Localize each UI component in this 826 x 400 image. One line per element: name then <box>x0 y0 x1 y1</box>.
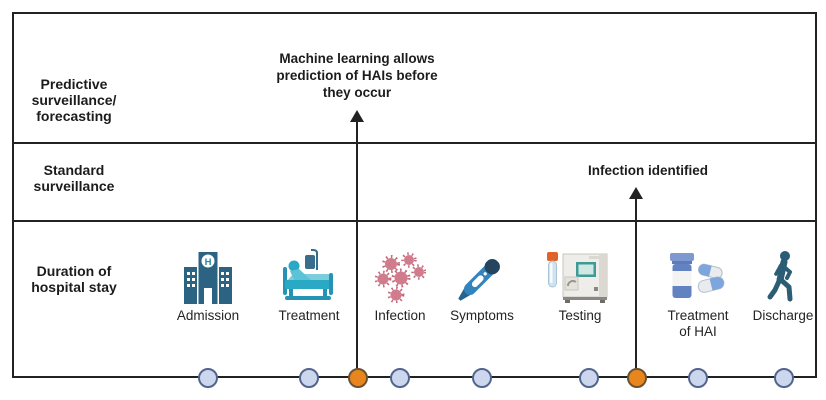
svg-text:H: H <box>205 257 212 268</box>
row-divider-predictive-standard <box>12 142 817 144</box>
event-label-discharge: Discharge <box>752 308 814 323</box>
timeline-marker-symptoms <box>472 368 492 388</box>
timeline-event-treatment: Treatment <box>257 246 361 324</box>
row-divider-standard-duration <box>12 220 817 222</box>
timeline-marker-admission <box>198 368 218 388</box>
timeline-event-symptoms: Symptoms <box>430 246 534 324</box>
row-label-duration-of-stay: Duration of hospital stay <box>31 263 117 295</box>
timeline-marker-treatment-of-hai <box>688 368 708 388</box>
row-label-predictive-surveillance: Predictive surveillance/ forecasting <box>31 76 117 124</box>
timeline-marker-identification-point <box>627 368 647 388</box>
patient-bed-icon <box>281 246 337 308</box>
virus-particles-icon <box>374 246 426 308</box>
test-tube-analyzer-icon <box>545 246 615 308</box>
row-label-standard-surveillance: Standard surveillance <box>33 162 115 194</box>
timeline-event-discharge: Discharge <box>731 246 826 324</box>
timeline-marker-infection <box>390 368 410 388</box>
diagram-frame <box>12 12 817 378</box>
identification-arrow-line <box>635 197 637 378</box>
timeline-event-infection: Infection <box>348 246 452 324</box>
timeline-marker-testing <box>579 368 599 388</box>
prediction-arrow-line <box>356 120 358 378</box>
timeline-marker-discharge <box>774 368 794 388</box>
thermometer-icon <box>453 246 511 308</box>
timeline-event-admission: H Admission <box>156 246 260 324</box>
walking-person-icon <box>764 246 802 308</box>
event-label-infection: Infection <box>374 308 426 323</box>
event-label-testing: Testing <box>558 308 602 323</box>
hospital-building-icon: H <box>182 246 234 308</box>
timeline-marker-prediction-point <box>348 368 368 388</box>
event-label-admission: Admission <box>176 308 240 323</box>
prediction-arrow-head <box>350 110 364 122</box>
timeline-event-treatment-of-hai: Treatment of HAI <box>646 246 750 340</box>
machine-learning-annotation: Machine learning allows prediction of HA… <box>276 51 438 100</box>
timeline-event-testing: Testing <box>528 246 632 324</box>
timeline-marker-treatment <box>299 368 319 388</box>
infection-identified-annotation: Infection identified <box>588 163 708 178</box>
event-label-treatment: Treatment <box>278 308 340 323</box>
identification-arrow-head <box>629 187 643 199</box>
event-label-symptoms: Symptoms <box>450 308 514 323</box>
event-label-treatment-of-hai: Treatment of HAI <box>667 308 729 339</box>
pill-bottle-capsules-icon <box>667 246 729 308</box>
